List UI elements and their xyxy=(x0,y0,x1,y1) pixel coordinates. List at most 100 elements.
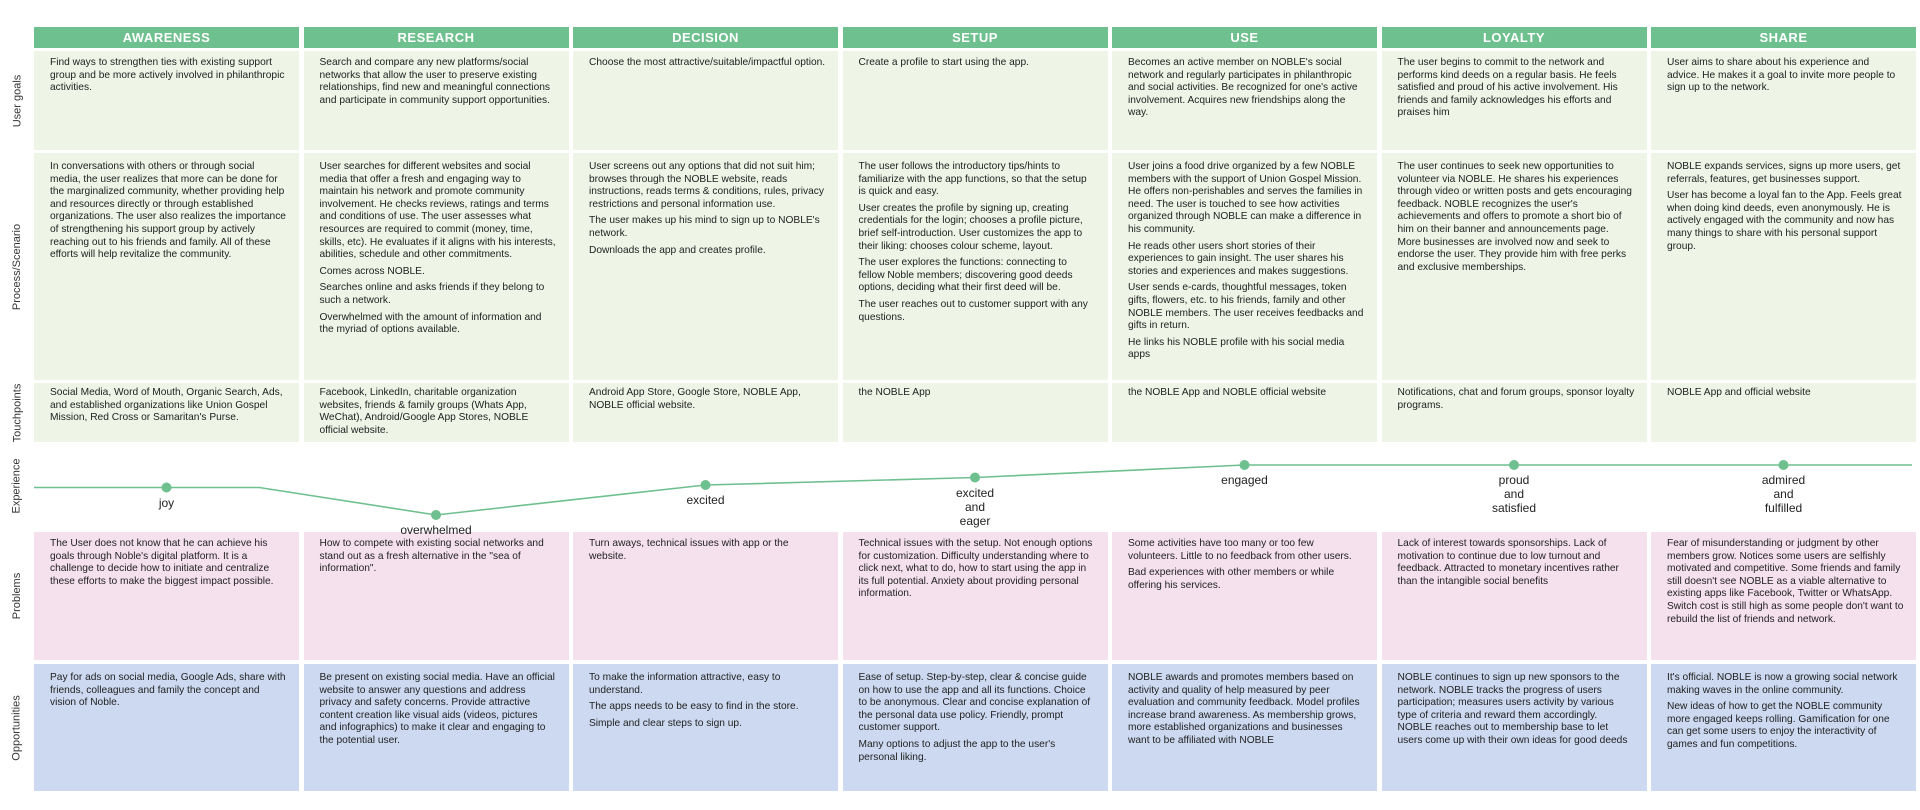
process-cell-loyalty: The user continues to seek new opportuni… xyxy=(1381,153,1647,380)
stage-header-research: RESEARCH xyxy=(303,27,569,48)
opportunities-cell-use: NOBLE awards and promotes members based … xyxy=(1112,664,1377,791)
process-text: User creates the profile by signing up, … xyxy=(858,202,1083,252)
touch-cell-use: the NOBLE App and NOBLE official website xyxy=(1112,383,1377,442)
experience-label-use: engaged xyxy=(1221,473,1268,487)
goals-text: Becomes an active member on NOBLE's soci… xyxy=(1128,57,1358,119)
touch-text: the NOBLE App xyxy=(858,387,931,398)
experience-point-setup xyxy=(970,472,980,483)
stage-header-share: SHARE xyxy=(1651,27,1916,48)
goals-cell-awareness: Find ways to strengthen ties with existi… xyxy=(34,51,299,150)
process-text: The user reaches out to customer support… xyxy=(858,298,1088,323)
opportunities-cell-decision: To make the information attractive, easy… xyxy=(573,664,838,791)
experience-point-decision xyxy=(700,480,711,490)
stage-header-awareness: AWARENESS xyxy=(34,27,299,48)
problems-cell-decision: Turn aways, technical issues with app or… xyxy=(573,532,838,660)
goals-text: User aims to share about his experience … xyxy=(1667,57,1896,94)
opportunities-text: Simple and clear steps to sign up. xyxy=(589,717,742,729)
touch-cell-research: Facebook, LinkedIn, charitable organizat… xyxy=(303,383,569,442)
problems-cell-share: Fear of misunderstanding or judgment by … xyxy=(1651,532,1916,660)
opportunities-text: NOBLE awards and promotes members based … xyxy=(1128,672,1360,746)
opportunities-cell-research: Be present on existing social media. Hav… xyxy=(303,664,569,791)
problems-text: Lack of interest towards sponsorships. L… xyxy=(1397,538,1619,587)
process-text: NOBLE expands services, signs up more us… xyxy=(1667,161,1901,185)
process-text: He reads other users short stories of th… xyxy=(1128,240,1349,277)
touch-cell-share: NOBLE App and official website xyxy=(1651,383,1916,442)
experience-point-share xyxy=(1778,460,1789,470)
opportunities-cell-share: It's official. NOBLE is now a growing so… xyxy=(1651,664,1916,791)
process-cell-research: User searches for different websites and… xyxy=(303,153,569,380)
opportunities-text: The apps needs to be easy to find in the… xyxy=(589,701,799,713)
process-cell-use: User joins a food drive organized by a f… xyxy=(1112,153,1377,380)
process-text: Downloads the app and creates profile. xyxy=(589,244,766,256)
goals-text: Choose the most attractive/suitable/impa… xyxy=(589,57,826,68)
goals-cell-decision: Choose the most attractive/suitable/impa… xyxy=(573,51,838,150)
problems-cell-loyalty: Lack of interest towards sponsorships. L… xyxy=(1381,532,1647,660)
problems-cell-use: Some activities have too many or too few… xyxy=(1112,532,1377,660)
opportunities-cell-loyalty: NOBLE continues to sign up new sponsors … xyxy=(1381,664,1647,791)
goals-text: Create a profile to start using the app. xyxy=(858,57,1029,68)
experience-point-loyalty xyxy=(1509,460,1519,470)
process-text: Comes across NOBLE. xyxy=(319,265,425,277)
opportunities-text: New ideas of how to get the NOBLE commun… xyxy=(1667,701,1890,750)
process-text: The user makes up his mind to sign up to… xyxy=(589,215,820,239)
experience-point-research xyxy=(431,510,441,520)
opportunities-text: Pay for ads on social media, Google Ads,… xyxy=(50,672,286,709)
goals-cell-setup: Create a profile to start using the app. xyxy=(842,51,1108,150)
touch-cell-setup: the NOBLE App xyxy=(842,383,1108,442)
problems-cell-research: How to compete with existing social netw… xyxy=(303,532,569,660)
experience-point-use xyxy=(1239,460,1250,470)
process-text: User joins a food drive organized by a f… xyxy=(1128,161,1363,235)
goals-cell-loyalty: The user begins to commit to the network… xyxy=(1381,51,1647,150)
opportunities-text: NOBLE continues to sign up new sponsors … xyxy=(1397,672,1628,746)
process-text: User has become a loyal fan to the App. … xyxy=(1667,190,1902,252)
stage-header-use: USE xyxy=(1112,27,1377,48)
touch-text: Android App Store, Google Store, NOBLE A… xyxy=(589,387,801,411)
opportunities-text: To make the information attractive, easy… xyxy=(589,672,781,696)
problems-cell-setup: Technical issues with the setup. Not eno… xyxy=(842,532,1108,660)
process-cell-setup: The user follows the introductory tips/h… xyxy=(842,153,1108,380)
touch-text: Social Media, Word of Mouth, Organic Sea… xyxy=(50,387,283,424)
stage-header-loyalty: LOYALTY xyxy=(1381,27,1647,48)
process-text: The user follows the introductory tips/h… xyxy=(858,161,1087,198)
stage-header-decision: DECISION xyxy=(573,27,838,48)
process-text: In conversations with others or through … xyxy=(50,161,286,261)
experience-label-loyalty: proud and satisfied xyxy=(1491,473,1537,515)
process-text: User sends e-cards, thoughtful messages,… xyxy=(1128,282,1364,332)
opportunities-cell-setup: Ease of setup. Step-by-step, clear & con… xyxy=(842,664,1108,791)
problems-cell-awareness: The User does not know that he can achie… xyxy=(34,532,299,660)
process-cell-awareness: In conversations with others or through … xyxy=(34,153,299,380)
opportunities-text: Be present on existing social media. Hav… xyxy=(319,672,555,746)
touch-text: NOBLE App and official website xyxy=(1667,387,1811,398)
process-text: He links his NOBLE profile with his soci… xyxy=(1128,336,1345,361)
experience-label-research: overwhelmed xyxy=(400,523,472,537)
process-text: The user continues to seek new opportuni… xyxy=(1397,161,1632,273)
process-cell-decision: User screens out any options that did no… xyxy=(573,153,838,380)
touch-text: Facebook, LinkedIn, charitable organizat… xyxy=(319,387,529,436)
goals-text: Find ways to strengthen ties with existi… xyxy=(50,57,285,94)
problems-text: Fear of misunderstanding or judgment by … xyxy=(1667,538,1904,625)
opportunities-text: Ease of setup. Step-by-step, clear & con… xyxy=(858,672,1091,734)
experience-label-awareness: joy xyxy=(158,495,175,510)
touch-cell-loyalty: Notifications, chat and forum groups, sp… xyxy=(1381,383,1647,442)
process-text: User searches for different websites and… xyxy=(319,161,556,261)
goals-cell-research: Search and compare any new platforms/soc… xyxy=(303,51,569,150)
process-cell-share: NOBLE expands services, signs up more us… xyxy=(1651,153,1916,380)
problems-text: Bad experiences with other members or wh… xyxy=(1128,567,1335,591)
opportunities-text: It's official. NOBLE is now a growing so… xyxy=(1667,672,1898,696)
touch-text: Notifications, chat and forum groups, sp… xyxy=(1397,387,1635,411)
touch-text: the NOBLE App and NOBLE official website xyxy=(1128,387,1327,398)
problems-text: Some activities have too many or too few… xyxy=(1128,538,1352,562)
process-text: The user explores the functions: connect… xyxy=(858,257,1073,294)
problems-text: Turn aways, technical issues with app or… xyxy=(589,538,789,562)
experience-point-awareness xyxy=(161,482,172,493)
touch-cell-decision: Android App Store, Google Store, NOBLE A… xyxy=(573,383,838,442)
goals-text: Search and compare any new platforms/soc… xyxy=(319,57,551,106)
opportunities-cell-awareness: Pay for ads on social media, Google Ads,… xyxy=(34,664,299,791)
experience-label-setup: excited and eager xyxy=(955,485,995,528)
stage-header-setup: SETUP xyxy=(842,27,1108,48)
process-text: Overwhelmed with the amount of informati… xyxy=(319,311,542,336)
process-text: Searches online and asks friends if they… xyxy=(319,282,545,306)
experience-label-share: admired and fulfilled xyxy=(1761,473,1806,515)
problems-text: How to compete with existing social netw… xyxy=(319,538,544,575)
